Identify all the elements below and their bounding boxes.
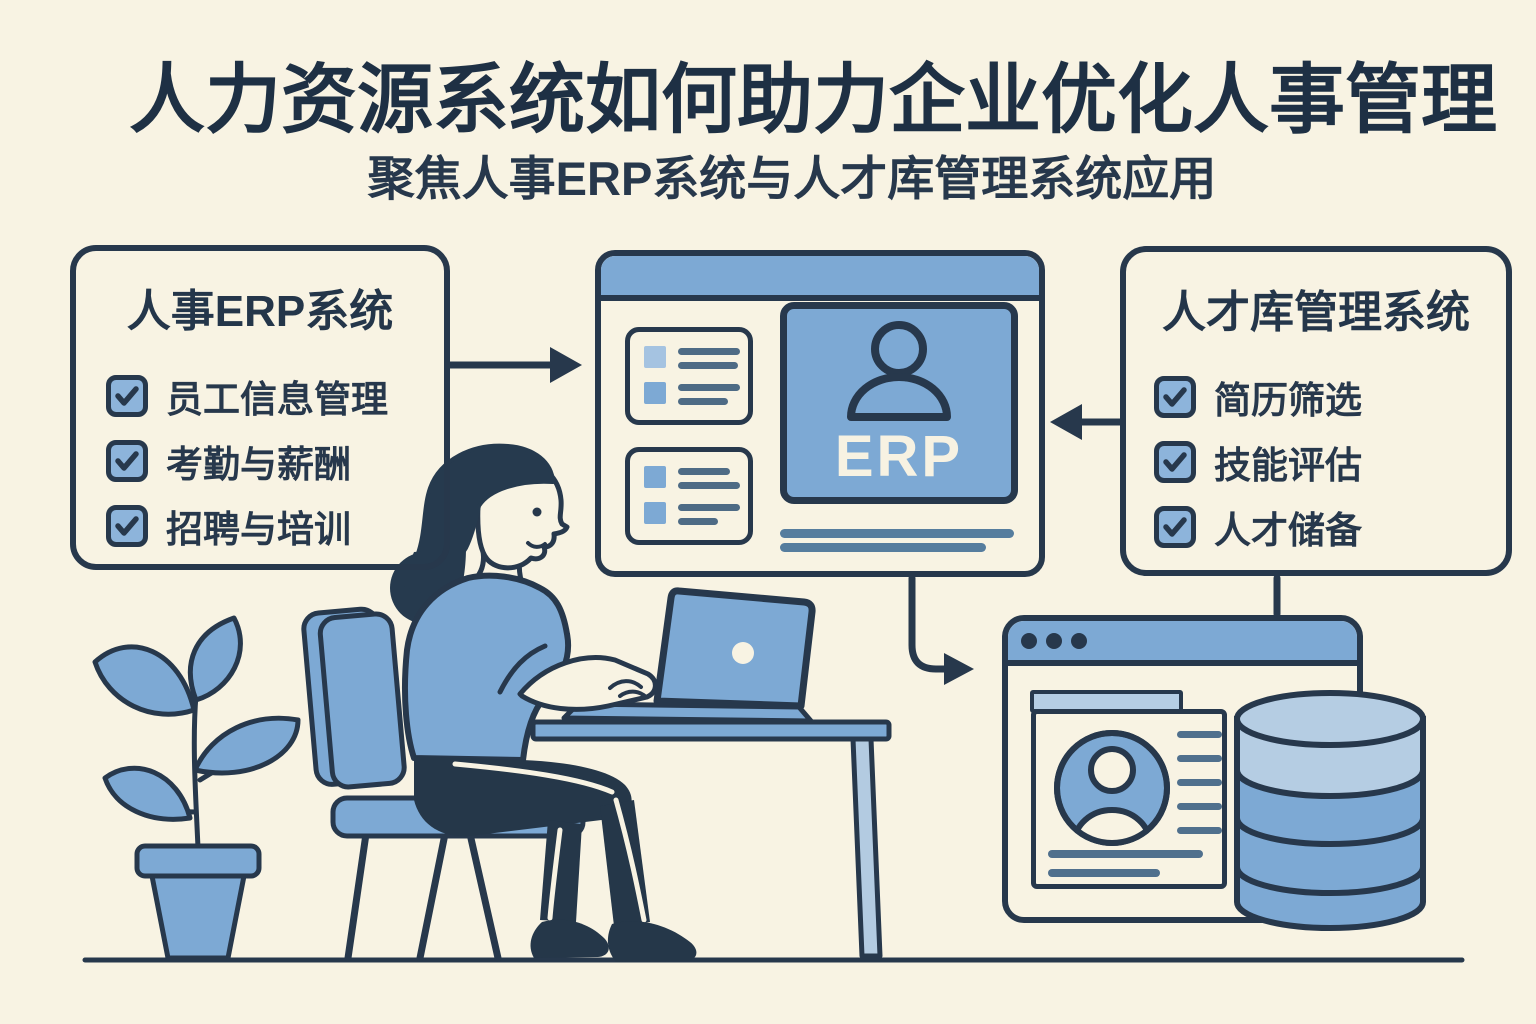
- record-card: [625, 447, 753, 545]
- text-line: [1177, 803, 1222, 810]
- list-bullet-square: [644, 466, 666, 488]
- text-line: [678, 348, 740, 355]
- erp-employee-badge: ERP: [780, 302, 1018, 504]
- talent-panel-title: 人才库管理系统: [1162, 288, 1470, 337]
- checked-checkbox-icon: [106, 440, 148, 482]
- user-avatar-icon: [1054, 730, 1170, 846]
- erp-app-window: ERP: [595, 250, 1045, 577]
- checked-checkbox-icon: [106, 375, 148, 417]
- text-line: [1048, 850, 1203, 858]
- window-dots-icon: [1021, 632, 1037, 649]
- database-icon: [1234, 690, 1426, 931]
- list-item: 技能评估: [1154, 435, 1362, 489]
- page-title: 人力资源系统如何助力企业优化人事管理: [129, 58, 1497, 143]
- checked-checkbox-icon: [1154, 376, 1196, 418]
- list-bullet-square: [644, 382, 666, 404]
- woman-at-laptop: [390, 443, 697, 962]
- list-item: 考勤与薪酬: [106, 434, 351, 488]
- erp-panel-title: 人事ERP系统: [126, 287, 394, 336]
- window-dots-icon: [1046, 632, 1062, 649]
- text-line: [780, 543, 986, 552]
- checked-checkbox-icon: [1154, 441, 1196, 483]
- typing-hand: [517, 655, 658, 712]
- text-line: [678, 518, 718, 525]
- list-item-label: 考勤与薪酬: [166, 444, 351, 485]
- flow-arrow-right: [1050, 404, 1124, 440]
- text-line: [678, 468, 730, 475]
- laptop-icon: [561, 587, 816, 724]
- checked-checkbox-icon: [106, 505, 148, 547]
- text-line: [678, 384, 740, 391]
- window-titlebar: [1008, 621, 1357, 666]
- desk: [530, 719, 892, 959]
- text-line: [1177, 731, 1222, 738]
- text-line: [678, 398, 728, 405]
- list-item-label: 招聘与培训: [166, 509, 351, 550]
- list-bullet-square: [644, 502, 666, 524]
- text-line: [678, 504, 740, 511]
- list-item: 简历筛选: [1154, 370, 1362, 424]
- talent-db-window: [1002, 615, 1363, 923]
- list-item-label: 员工信息管理: [166, 379, 388, 420]
- erp-badge-label: ERP: [834, 424, 964, 489]
- list-item: 招聘与培训: [106, 499, 351, 553]
- list-item: 员工信息管理: [106, 369, 388, 423]
- flow-connector-down: [908, 574, 974, 685]
- list-item: 人才储备: [1154, 500, 1362, 554]
- candidate-profile-card: [1031, 709, 1227, 889]
- text-line: [1177, 827, 1222, 834]
- talent-feature-panel: 人才库管理系统 简历筛选 技能评估 人才储备: [1120, 246, 1512, 576]
- erp-feature-panel: 人事ERP系统 员工信息管理 考勤与薪酬 招聘与培训: [70, 245, 450, 570]
- flow-arrow-left: [446, 347, 582, 383]
- text-line: [678, 362, 738, 369]
- record-card: [625, 327, 753, 425]
- page-subtitle: 聚焦人事ERP系统与人才库管理系统应用: [367, 152, 1217, 205]
- user-icon: [847, 321, 951, 421]
- window-dots-icon: [1071, 632, 1087, 649]
- checked-checkbox-icon: [1154, 506, 1196, 548]
- text-line: [1048, 869, 1160, 877]
- text-line: [780, 529, 1014, 538]
- list-bullet-square: [644, 346, 666, 368]
- list-item-label: 人才储备: [1214, 510, 1362, 551]
- text-line: [1177, 779, 1222, 786]
- list-item-label: 技能评估: [1214, 445, 1362, 486]
- window-titlebar: [601, 256, 1039, 301]
- plant-icon: [92, 615, 301, 961]
- list-item-label: 简历筛选: [1214, 380, 1362, 421]
- text-line: [1177, 755, 1222, 762]
- text-line: [678, 482, 740, 489]
